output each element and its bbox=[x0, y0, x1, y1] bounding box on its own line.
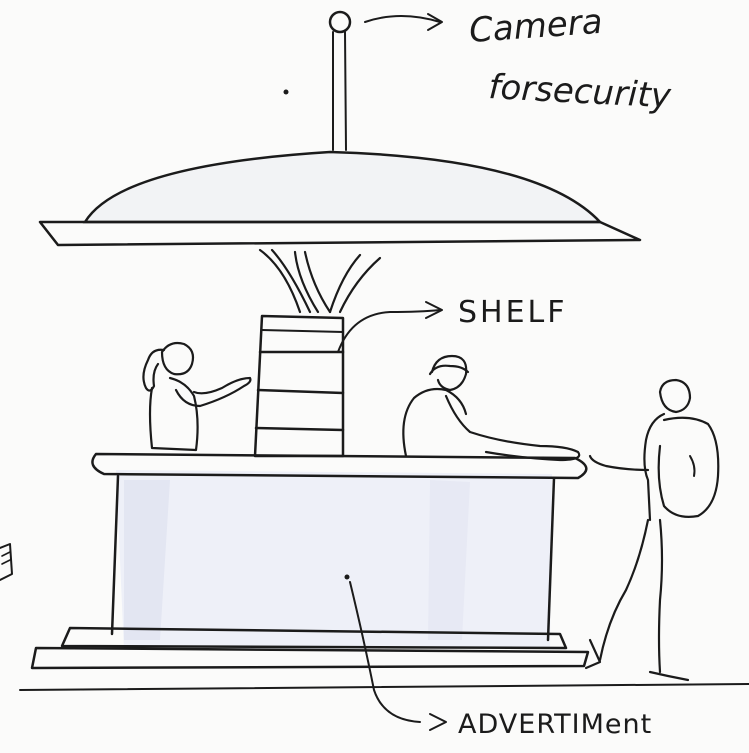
book-icon bbox=[0, 544, 12, 580]
camera-label-line1: Camera bbox=[468, 2, 604, 51]
shelf-label: SHELF bbox=[458, 295, 568, 330]
child-vendor bbox=[143, 343, 250, 450]
camera-label-line2: forsecurity bbox=[488, 67, 673, 117]
shelf-arrow bbox=[338, 302, 442, 352]
camera-arrow bbox=[365, 14, 442, 30]
stray-dot bbox=[284, 90, 289, 95]
adult-vendor bbox=[403, 356, 579, 460]
roof-supports bbox=[260, 250, 380, 312]
shelf-column bbox=[255, 316, 343, 456]
security-camera bbox=[330, 12, 350, 150]
advertisement-label: ADVERTIMent bbox=[458, 709, 652, 740]
dome-roof bbox=[40, 152, 640, 245]
customer bbox=[586, 380, 718, 680]
counter bbox=[92, 454, 586, 650]
